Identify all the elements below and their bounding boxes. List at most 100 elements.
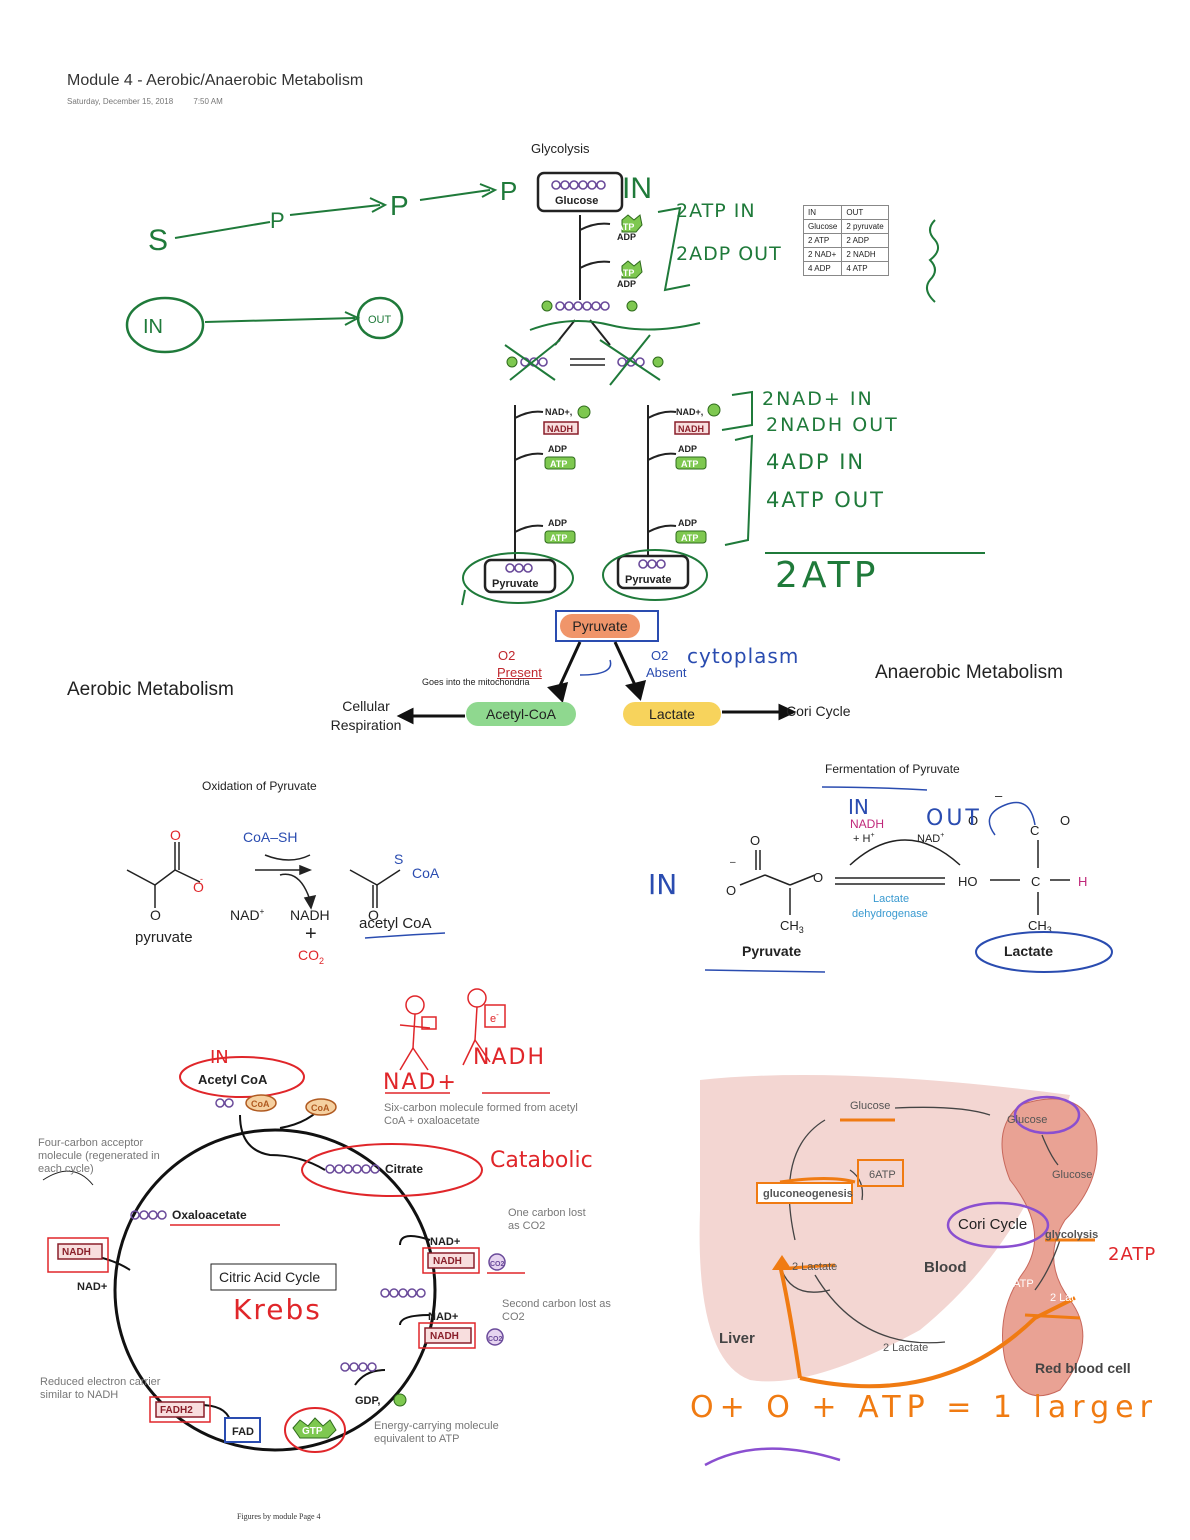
krebs-cycle-circle [113,1128,437,1452]
krebs-fad: FAD [232,1426,254,1438]
adp-label-5: ADP [548,518,567,528]
present-label: Present [497,665,542,680]
hw-2atp-in: 2ATP IN [676,200,756,222]
pyruvate-label-left: Pyruvate [492,578,538,590]
page-date: Saturday, December 15, 2018 [67,97,174,106]
krebs-oxaloacetate: Oxaloacetate [172,1208,247,1222]
hw-catabolic: Catabolic [490,1148,593,1173]
lactate-pill: Lactate [623,702,721,726]
glycolysis-heading: Glycolysis [531,141,590,156]
pyruvate-label-right: Pyruvate [625,574,671,586]
hw-p3: P [500,176,517,206]
ferm-c-top: C [1030,823,1039,838]
substrate-arrows [174,183,498,239]
nad-label-right: NAD+, [676,407,703,417]
hw-krebs-in: IN [210,1047,229,1068]
hw-p1: P [270,208,285,233]
glucose-label: Glucose [555,195,598,207]
svg-text:O: O [1060,813,1070,828]
svg-text:-: - [200,874,203,884]
fermentation-diagram: O O – O CH3 Pyruvate NADH + H+ NAD+ Lact… [704,786,1113,973]
ox-o-label: O [150,907,161,923]
ox-co2: CO2 [298,947,324,965]
svg-text:CO2: CO2 [490,1261,505,1268]
atp-badge-1: ATP [617,214,643,233]
ferm-ch3-right: CH3 [1028,918,1052,935]
ox-pyruvate-label: pyruvate [135,929,193,946]
svg-text:CoA: CoA [311,1103,330,1113]
pyruvate-pill: Pyruvate [560,614,640,638]
krebs-nadh-2: NADH [430,1331,459,1342]
hw-ferm-in: IN [848,795,869,819]
hw-net-2atp: 2ATP [775,555,880,596]
hw-cori-equation: O+ O + ATP = 1 larger [690,1390,1158,1425]
krebs-acetyl-coa: Acetyl CoA [198,1072,268,1087]
cori-cycle-label: Cori Cycle [786,703,851,719]
cellular-respiration-label: Cellular Respiration [330,698,402,733]
svg-text:O: O [726,883,736,898]
aerobic-heading: Aerobic Metabolism [67,679,234,700]
hw-cori-cycle: Cori Cycle [958,1216,1028,1233]
cori-blood: Blood [924,1259,967,1276]
krebs-nadh-1: NADH [433,1256,462,1267]
rbc-shape [1001,1098,1098,1397]
svg-text:CO2: CO2 [488,1336,503,1343]
krebs-nad-1: NAD+ [430,1236,460,1248]
adp-label-4: ADP [678,444,697,454]
svg-text:NADH: NADH [678,424,704,434]
hw-s: S [148,224,168,257]
ox-nadh: NADH [290,907,330,923]
acetyl-coa-pill: Acetyl-CoA [466,702,576,726]
svg-text:ATP: ATP [617,222,634,232]
note-one-carbon: One carbon lost as CO2 [508,1207,586,1232]
hw-cori-2atp: 2ATP [1108,1244,1157,1265]
adp-label-6: ADP [678,518,697,528]
page-footer: Figures by module Page 4 [237,1512,321,1521]
note-six-carbon: Six-carbon molecule formed from acetyl C… [384,1102,578,1127]
cori-glucose-rbc: Glucose [1052,1169,1092,1181]
svg-text:O: O [968,813,978,828]
hw-in: IN [622,172,652,205]
ferm-ch3-left: CH3 [780,918,804,935]
page-timestamp: Saturday, December 15, 2018 7:50 AM [67,97,241,106]
svg-text:ATP: ATP [550,459,567,469]
handwritten-brackets [461,206,985,606]
svg-text:ATP: ATP [681,459,698,469]
in-bubble-label: IN [143,316,163,338]
svg-text:O: O [750,833,760,848]
hw-p2: P [390,190,409,221]
adp-label-3: ADP [548,444,567,454]
nad-label-left: NAD+, [545,407,572,417]
krebs-diagram: e- Acetyl CoA CoA CoA Citrate Oxaloaceta… [42,988,550,1453]
krebs-center-label: Citric Acid Cycle [219,1269,320,1285]
svg-text:acetyl CoA: acetyl CoA [359,915,432,932]
atp-badge-2: ATP [617,260,643,279]
krebs-gdp: GDP, [355,1395,380,1407]
note-reduced-carrier: Reduced electron carrier similar to NADH [40,1376,161,1401]
glycolysis-diagram: S P P P IN IN OUT Glucose ATP ADP ATP AD… [125,171,985,606]
krebs-citrate: Citrate [385,1162,423,1176]
cori-2atp: 2ATP [1007,1278,1034,1290]
fructose-bisphosphate [555,301,610,311]
adp-label-2: ADP [617,279,636,289]
cori-glycolysis: glycolysis [1045,1229,1098,1241]
hw-2nadh-out: 2NADH OUT [766,414,899,436]
ox-coa-sh: CoA–SH [243,829,297,845]
svg-text:–: – [995,788,1003,803]
atp-badge-3 [544,456,576,470]
page-title: Module 4 - Aerobic/Anaerobic Metabolism [67,72,364,89]
krebs-nadh-left: NADH [62,1247,91,1258]
svg-text:ATP: ATP [681,533,698,543]
cori-glucose-blood: Glucose [1007,1114,1047,1126]
pyruvate-highlight-box [555,610,659,642]
hw-2nad-in: 2NAD+ IN [762,388,874,410]
ferm-c: C [1031,874,1040,889]
liver-shape [699,1075,1070,1382]
crossout-marks [504,320,701,386]
oxidation-heading: Oxidation of Pyruvate [202,779,317,793]
hw-4atp-out: 4ATP OUT [766,488,885,512]
cori-liver: Liver [719,1330,755,1347]
absent-label: Absent [646,665,687,680]
